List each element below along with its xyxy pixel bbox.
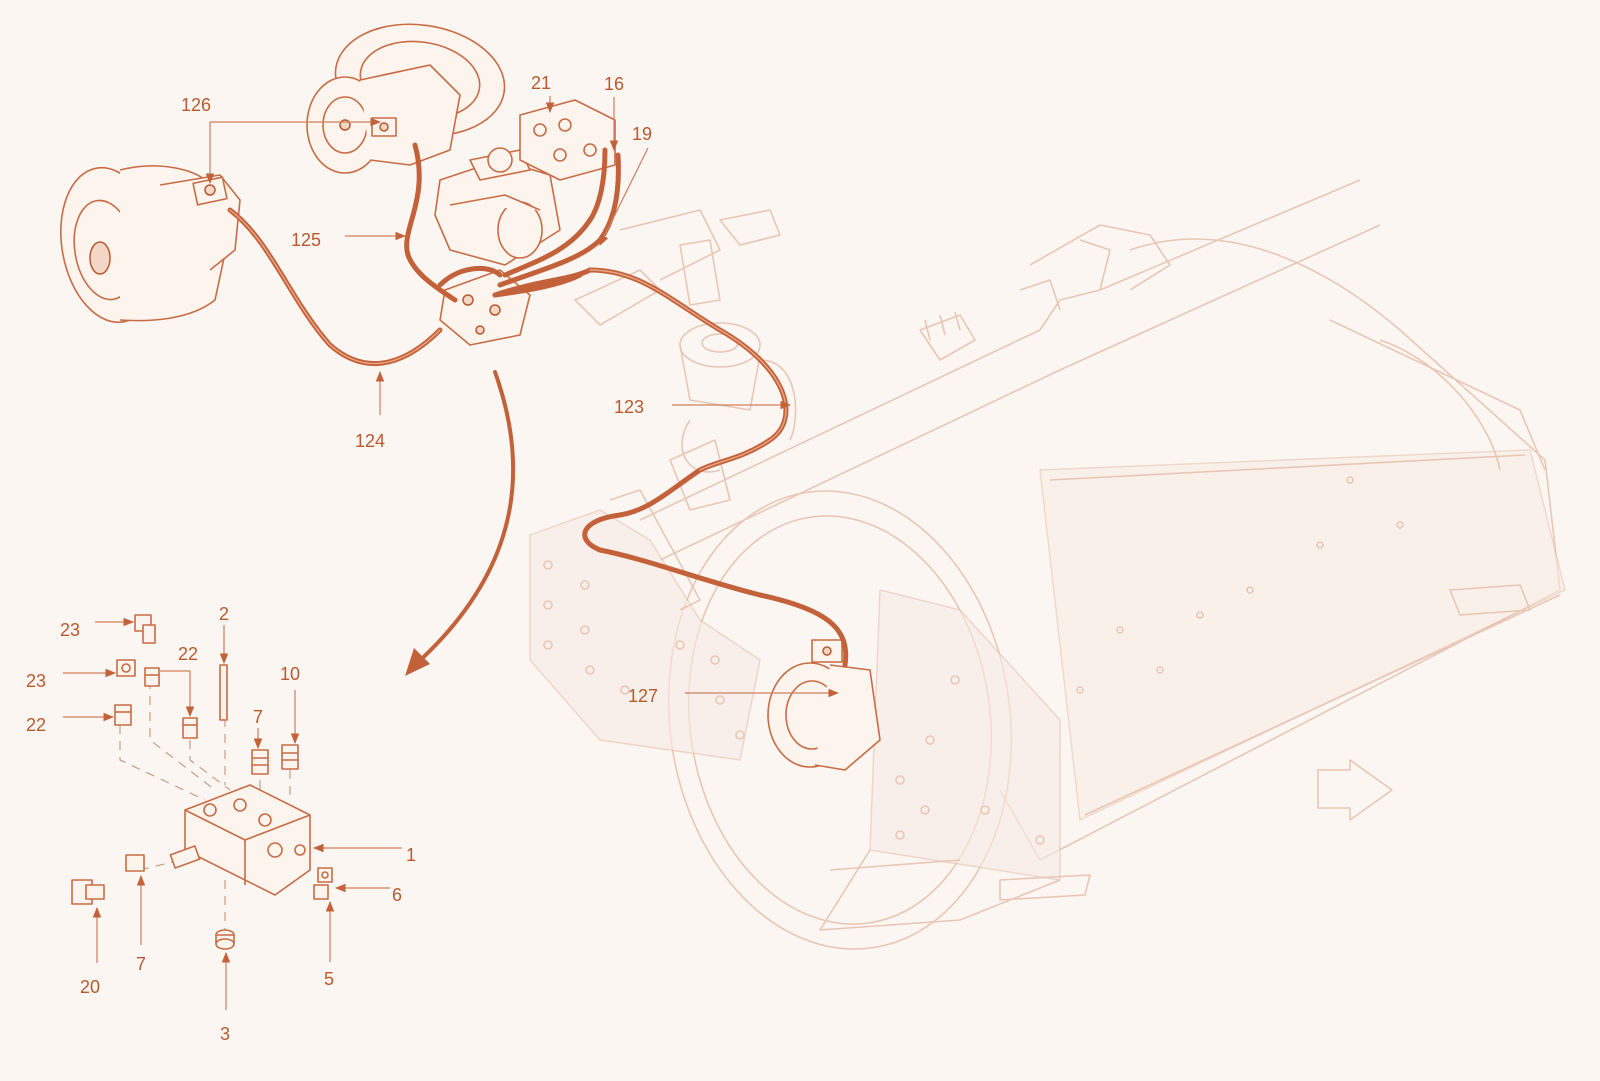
fitting-10 (281, 744, 299, 770)
fitting-7-top (251, 749, 269, 775)
callout-16: 16 (604, 74, 624, 94)
main-pump (434, 147, 561, 266)
valve-block (184, 784, 311, 896)
drum-top-frame (1039, 449, 1566, 822)
callout-22-left: 22 (26, 715, 46, 735)
fitting-5 (313, 884, 329, 900)
fitting-23-top (134, 614, 156, 644)
fitting-22-left (114, 704, 132, 726)
callout-19: 19 (632, 124, 652, 144)
callout-125: 125 (291, 230, 321, 250)
fitting-22-mid (144, 667, 160, 687)
exploded-valve-assembly (71, 614, 333, 950)
leader-lines (63, 96, 840, 1010)
hydraulic-hoses (227, 142, 849, 668)
callout-3: 3 (220, 1024, 230, 1044)
callout-6: 6 (392, 885, 402, 905)
hose-19 (502, 147, 608, 278)
callout-2: 2 (219, 604, 229, 624)
callout-7-bottom: 7 (136, 954, 146, 974)
callout-20: 20 (80, 977, 100, 997)
callout-23-mid: 23 (26, 671, 46, 691)
callout-23-top: 23 (60, 620, 80, 640)
callout-labels: 126 125 124 21 16 19 123 127 23 23 22 22… (26, 73, 658, 1044)
plug-3 (215, 929, 235, 950)
callout-5: 5 (324, 969, 334, 989)
callout-124: 124 (355, 431, 385, 451)
manifold-block-top (519, 99, 616, 181)
callout-123: 123 (614, 397, 644, 417)
callout-127: 127 (628, 686, 658, 706)
fitting-20 (71, 879, 105, 905)
callout-7-top: 7 (253, 707, 263, 727)
callout-1: 1 (406, 845, 416, 865)
travel-direction-arrow (1317, 759, 1393, 821)
fitting-7-bottom (125, 854, 145, 872)
callout-126: 126 (181, 95, 211, 115)
end-plate-right (869, 589, 1061, 881)
hose-125 (404, 142, 458, 303)
detail-callout-arrow (413, 370, 516, 667)
rear-drive-motor (306, 23, 506, 174)
roller-machine-outline (529, 179, 1566, 950)
side-frame-plate (529, 509, 761, 761)
bolt-holes (543, 476, 1404, 845)
callout-10: 10 (280, 664, 300, 684)
hose-127 (597, 547, 849, 668)
callout-22-mid: 22 (178, 644, 198, 664)
left-drive-motor (60, 165, 241, 324)
fitting-23-mid (116, 659, 136, 677)
fitting-22-right (182, 717, 198, 739)
fitting-6 (317, 867, 333, 883)
drum-body (999, 238, 1561, 861)
frame-rail (639, 179, 1361, 521)
drum-drive-motor (767, 639, 881, 771)
callout-21: 21 (531, 73, 551, 93)
pin-2 (219, 664, 228, 721)
